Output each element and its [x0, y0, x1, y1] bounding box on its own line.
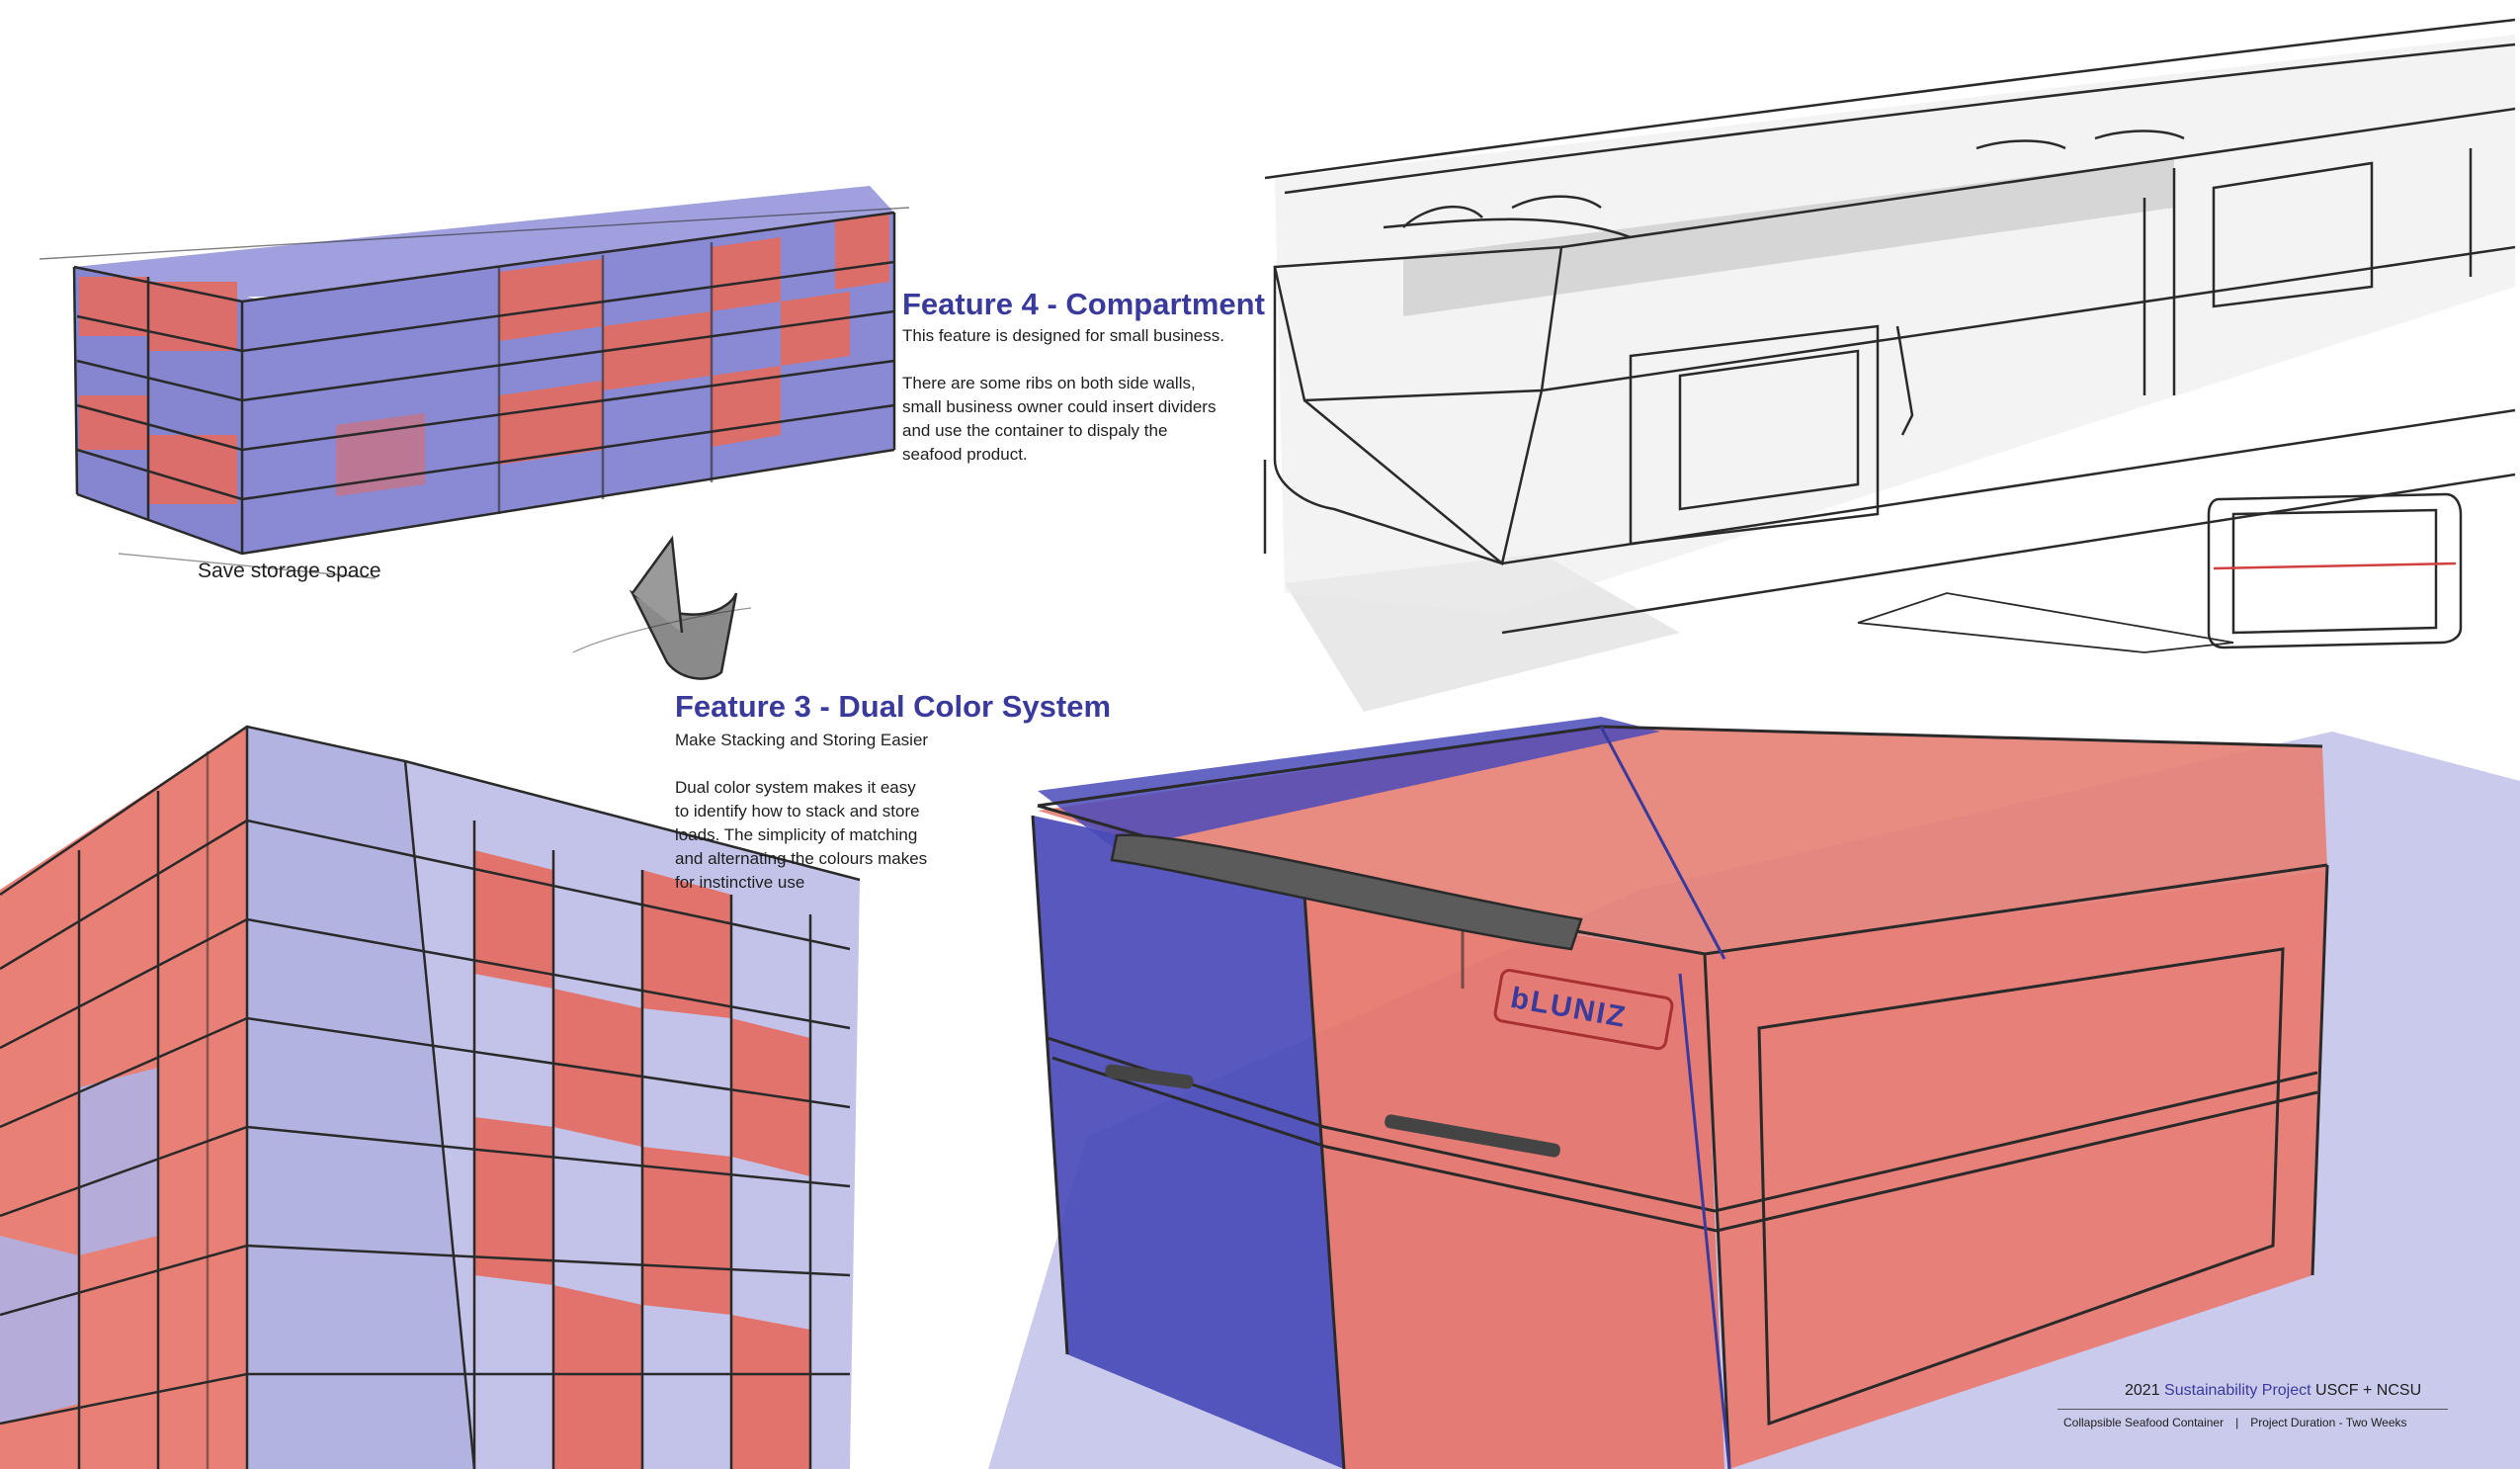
- save-storage-caption: Save storage space: [198, 560, 381, 582]
- feature-4-subtitle: This feature is designed for small busin…: [902, 326, 1224, 345]
- feature-3-block: Feature 3 - Dual Color System Make Stack…: [675, 689, 1130, 895]
- feature-4-block: Feature 4 - Compartment This feature is …: [902, 287, 1278, 467]
- feature-3-title: Feature 3 - Dual Color System: [675, 689, 1112, 724]
- footer-partners: USCF + NCSU: [2315, 1382, 2422, 1399]
- footer-divider: [2058, 1409, 2448, 1410]
- footer-year: 2021: [2125, 1382, 2160, 1399]
- feature-4-body: There are some ribs on both side walls, …: [902, 374, 1217, 464]
- stacked-flat-container-sketch: [39, 186, 910, 579]
- brand-logo: [1493, 969, 1674, 1051]
- footer-project: Sustainability Project: [2164, 1382, 2311, 1399]
- footer-product: Collapsible Seafood Container: [2063, 1416, 2225, 1429]
- compartment-container-sketch: [1263, 18, 2516, 712]
- footer-details-line: Collapsible Seafood Container | Project Du…: [2063, 1416, 2407, 1429]
- tall-stack-sketch: [0, 725, 861, 1469]
- footer-project-line: 2021 Sustainability Project USCF + NCSU: [2125, 1382, 2421, 1400]
- feature-3-subtitle: Make Stacking and Storing Easier: [675, 731, 929, 749]
- feature-3-body: Dual color system makes it easy to ident…: [675, 778, 928, 892]
- curved-arrow-icon: [572, 535, 752, 680]
- feature-4-title: Feature 4 - Compartment: [902, 287, 1265, 321]
- dual-color-container-sketch: [988, 717, 2520, 1469]
- footer-duration: Project Duration - Two Weeks: [2250, 1416, 2407, 1429]
- footer-separator: |: [2235, 1416, 2239, 1429]
